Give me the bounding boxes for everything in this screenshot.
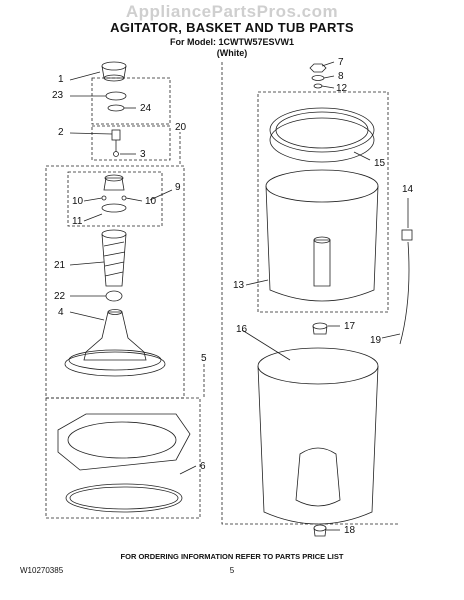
callout-19: 19 (370, 335, 382, 346)
cam-part (105, 290, 123, 302)
callout-14: 14 (402, 184, 414, 195)
callout-10-left: 10 (72, 196, 84, 207)
group-box-cam-kit (67, 171, 163, 227)
callout-6: 6 (200, 461, 206, 472)
agitator-base-part (64, 309, 166, 377)
group-box-agitator-cap (91, 77, 171, 125)
page-number: 5 (229, 566, 235, 575)
balance-ring-part (269, 107, 375, 163)
callout-16: 16 (236, 324, 248, 335)
callout-22: 22 (54, 291, 66, 302)
callout-21: 21 (54, 260, 66, 271)
group-box-basket (257, 91, 389, 313)
agitator-cap-part (101, 61, 127, 82)
callout-10-right: 10 (145, 196, 157, 207)
group-line-tub (221, 62, 400, 525)
tub-seal-part (312, 322, 328, 335)
tub-part (257, 347, 379, 525)
watermark: AppliancePartsPros.com (125, 2, 339, 21)
cam-kit-part (101, 174, 127, 213)
auger-part (101, 229, 127, 287)
ordering-info: FOR ORDERING INFORMATION REFER TO PARTS … (120, 552, 344, 561)
callout-2: 2 (58, 127, 64, 138)
callout-11: 11 (72, 216, 83, 227)
callout-4: 4 (58, 307, 64, 318)
bolt-part (111, 129, 121, 157)
callout-12: 12 (336, 83, 348, 94)
group-boxes (45, 62, 400, 525)
callout-13: 13 (233, 280, 245, 291)
document-number: W10270385 (20, 566, 64, 575)
group-box-balance-ring (45, 397, 201, 519)
callout-5: 5 (201, 353, 207, 364)
callout-8: 8 (338, 71, 344, 82)
group-box-fastener (91, 125, 171, 161)
callout-17: 17 (344, 321, 356, 332)
model-line: For Model: 1CWTW57ESVW1 (169, 37, 294, 47)
drain-fitting-part (313, 524, 327, 537)
callout-18: 18 (344, 525, 356, 536)
tub-ring-part (57, 413, 191, 513)
callout-3: 3 (140, 149, 146, 160)
callout-1: 1 (58, 74, 64, 85)
callout-numbers: 1 23 24 2 3 20 9 10 10 11 21 22 4 5 6 7 … (52, 57, 414, 536)
hub-nut-parts (309, 63, 327, 89)
basket-part (265, 169, 379, 302)
callout-15: 15 (374, 158, 386, 169)
leader-lines (69, 61, 409, 531)
callout-7: 7 (338, 57, 344, 68)
callout-23: 23 (52, 90, 64, 101)
seal-part (105, 91, 127, 101)
hose-part (399, 229, 413, 345)
diagram-title: AGITATOR, BASKET AND TUB PARTS (110, 20, 354, 35)
group-box-agitator-assembly (45, 165, 185, 399)
o-ring-part (107, 104, 125, 112)
callout-20: 20 (175, 122, 187, 133)
callout-24: 24 (140, 103, 152, 114)
color-line: (White) (216, 48, 248, 58)
callout-9: 9 (175, 182, 181, 193)
